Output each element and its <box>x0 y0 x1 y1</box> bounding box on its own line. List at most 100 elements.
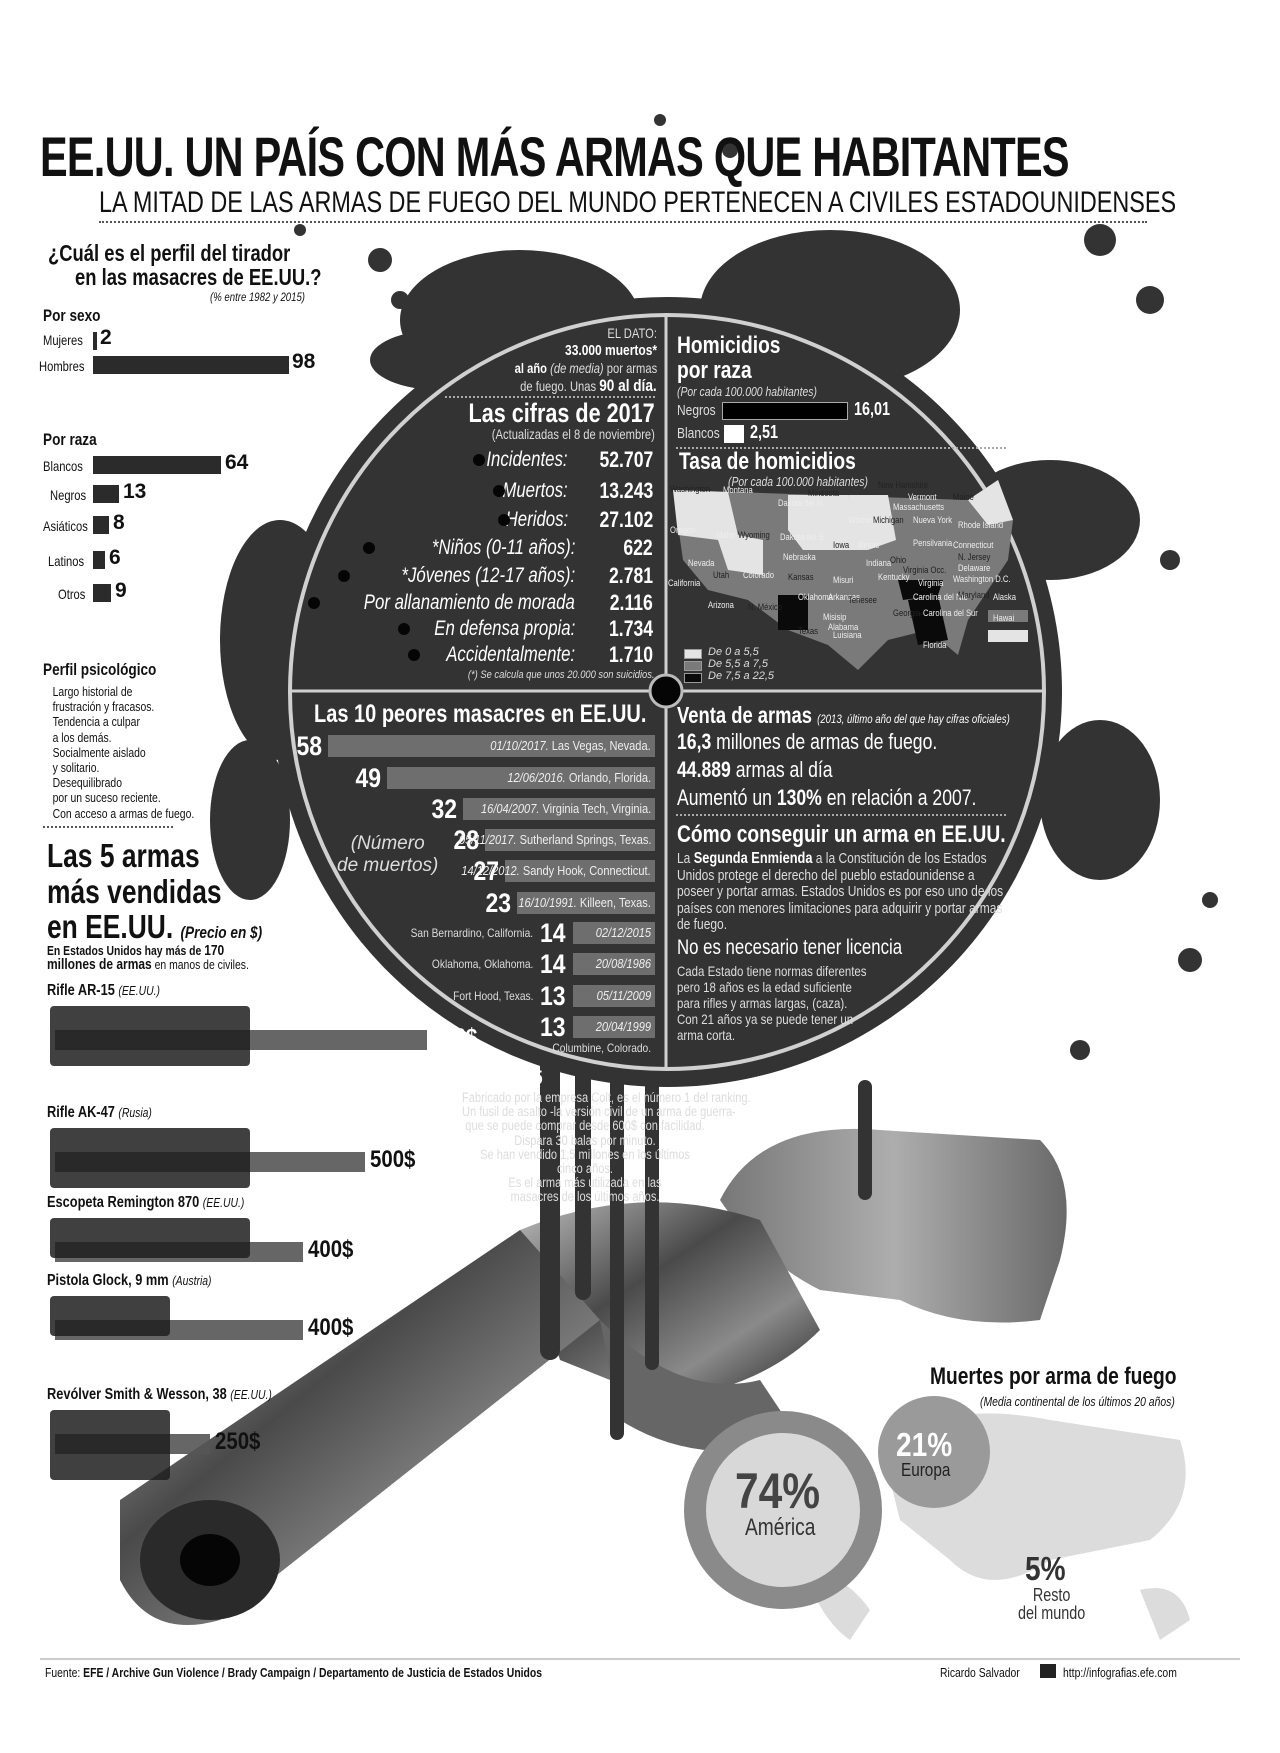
masacre-date: 05/11/2009 <box>596 988 651 1003</box>
venta-number: 44.889 <box>677 757 731 782</box>
tasa-title: Tasa de homicidios <box>679 448 856 475</box>
stat-label: *Jóvenes (12-17 años): <box>401 564 575 587</box>
weapon-label: Rifle AR-15 (EE.UU.) <box>47 982 160 1000</box>
paragraph: Cada Estado tiene normas diferentes pero… <box>677 963 867 1043</box>
bar-hombres <box>93 356 289 374</box>
race-homicide-title: Homicidios <box>677 332 781 359</box>
dato-label: EL DATO: <box>607 325 657 341</box>
masacres-title: Las 10 peores masacres en EE.UU. <box>314 700 647 728</box>
bullet-hole-icon <box>363 542 375 554</box>
stat-label: *Niños (0-11 años): <box>431 536 576 559</box>
state-label: Michigan <box>873 515 904 525</box>
state-label: Florida <box>923 640 947 650</box>
legend-swatch <box>684 673 702 683</box>
value: 9 <box>115 579 127 602</box>
paragraph: a la Constitución de los Estados Unidos … <box>677 850 1004 933</box>
hawai-inset <box>988 630 1028 642</box>
psych-item: Socialmente aislado <box>52 744 146 760</box>
masacre-bar <box>505 860 655 882</box>
psych-title: Perfil psicológico <box>43 660 157 679</box>
state-label: Washington <box>670 484 711 494</box>
race-homicide-note: (Por cada 100.000 habitantes) <box>677 384 817 399</box>
state-label: Nueva York <box>913 515 953 525</box>
pct-america: 74% <box>735 1463 821 1519</box>
masacre-bar <box>517 892 655 914</box>
ar15-line: cinco años. <box>556 1161 613 1177</box>
state-label: Maine <box>953 492 974 502</box>
bullet-hole-icon <box>338 570 350 582</box>
masacre-bar <box>387 767 655 789</box>
state-label: Carolina del Sur <box>923 608 978 618</box>
masacre-label: 16/04/2007. Virginia Tech, Virginia. <box>481 801 651 816</box>
death-count: 28 <box>453 825 479 855</box>
state-label: Washington D.C. <box>953 574 1011 584</box>
page-subtitle: LA MITAD DE LAS ARMAS DE FUEGO DEL MUNDO… <box>99 186 1177 219</box>
weapon-origin: (EE.UU.) <box>230 1387 272 1402</box>
bar-negros <box>93 485 119 503</box>
state-label: Nevada <box>688 558 715 568</box>
state-label: Dakota del N. <box>778 498 825 508</box>
state-label: Arkansas <box>828 592 860 602</box>
stat-label: Accidentalmente: <box>446 643 575 666</box>
venta-number: 16,3 <box>677 729 712 754</box>
psych-item: y solitario. <box>52 760 100 776</box>
conseguir-subtitle: No es necesario tener licencia <box>677 936 903 959</box>
state-label: Tenesee <box>848 595 877 605</box>
race-label: Negros <box>677 402 716 419</box>
stat-value: 13.243 <box>599 478 653 503</box>
state-label: Utah <box>713 570 730 580</box>
weapon-label: Pistola Glock, 9 mm (Austria) <box>47 1272 212 1290</box>
weapon-origin: (Rusia) <box>118 1105 152 1120</box>
dato-line: al año <box>514 360 547 376</box>
source-link[interactable]: http://infografias.efe.com <box>1063 1665 1177 1680</box>
weapon-label: Revólver Smith & Wesson, 38 (EE.UU.) <box>47 1386 272 1404</box>
weapons-title: en EE.UU. <box>47 908 174 945</box>
state-label: Ohio <box>890 555 907 565</box>
weapon-name: Rifle AR-15 <box>47 982 115 999</box>
state-label: Pensilvania <box>913 538 953 548</box>
state-label: Kansas <box>788 572 814 582</box>
psych-item: Largo historial de <box>52 684 133 699</box>
ar15-title: Rifle AR-15 <box>462 1068 543 1089</box>
weapon-label: Rifle AK-47 (Rusia) <box>47 1104 152 1122</box>
state-label: Misisip <box>823 612 847 622</box>
legend-swatch <box>684 661 702 671</box>
label-resto: Resto <box>1032 1585 1071 1605</box>
state-label: Alaska <box>993 592 1016 602</box>
label-america: América <box>745 1514 816 1541</box>
masacre-label: 14/12/2012. Sandy Hook, Connecticut. <box>462 863 651 878</box>
state-label: Oklahoma <box>798 592 833 602</box>
value: 2,51 <box>749 422 778 442</box>
bullet-hole-icon <box>398 623 410 635</box>
bar-asiáticos <box>93 516 109 534</box>
weapon-name: Revólver Smith & Wesson, 38 <box>47 1386 227 1403</box>
state-label: N. Jersey <box>958 552 991 562</box>
cifras-note: (Actualizadas el 8 de noviembre) <box>491 426 655 442</box>
stat-value: 1.734 <box>608 616 653 641</box>
intro: millones de armas <box>47 956 152 973</box>
masacre-label: 01/10/2017. Las Vegas, Nevada. <box>491 738 651 753</box>
ar15-line: Se han vendido 1,5 millones en los últim… <box>480 1146 690 1162</box>
state-label: Illinois <box>858 540 880 550</box>
state-label: Rhode Island <box>958 520 1004 530</box>
state-label: Texas <box>798 626 818 636</box>
alaska-inset <box>988 610 1028 622</box>
weapon-origin: (EE.UU.) <box>202 1195 245 1210</box>
death-count: 13 <box>540 981 566 1011</box>
masacre-place: Sandy Hook, Connecticut. <box>523 863 651 878</box>
pct-resto: 5% <box>1025 1550 1066 1587</box>
stat-value: 2.781 <box>608 563 653 588</box>
legend-label: De 0 a 5,5 <box>708 646 759 658</box>
masacre-bar <box>573 985 655 1007</box>
value: 98 <box>292 350 316 373</box>
venta-text: millones de armas de fuego. <box>716 729 938 754</box>
weapon-label: Escopeta Remington 870 (EE.UU.) <box>47 1194 244 1212</box>
sex-title: Por sexo <box>43 306 101 325</box>
intro: En Estados Unidos hay más de <box>47 943 202 958</box>
masacre-date: 20/08/1986 <box>595 956 651 971</box>
profile-title: en las masacres de EE.UU.? <box>75 264 322 290</box>
state-label: N. México <box>748 602 783 612</box>
muertes-note: (Media continental de los últimos 20 año… <box>980 1394 1175 1409</box>
profile-title: ¿Cuál es el perfil del tirador <box>48 240 291 266</box>
stat-label: Por allanamiento de morada <box>363 591 575 614</box>
